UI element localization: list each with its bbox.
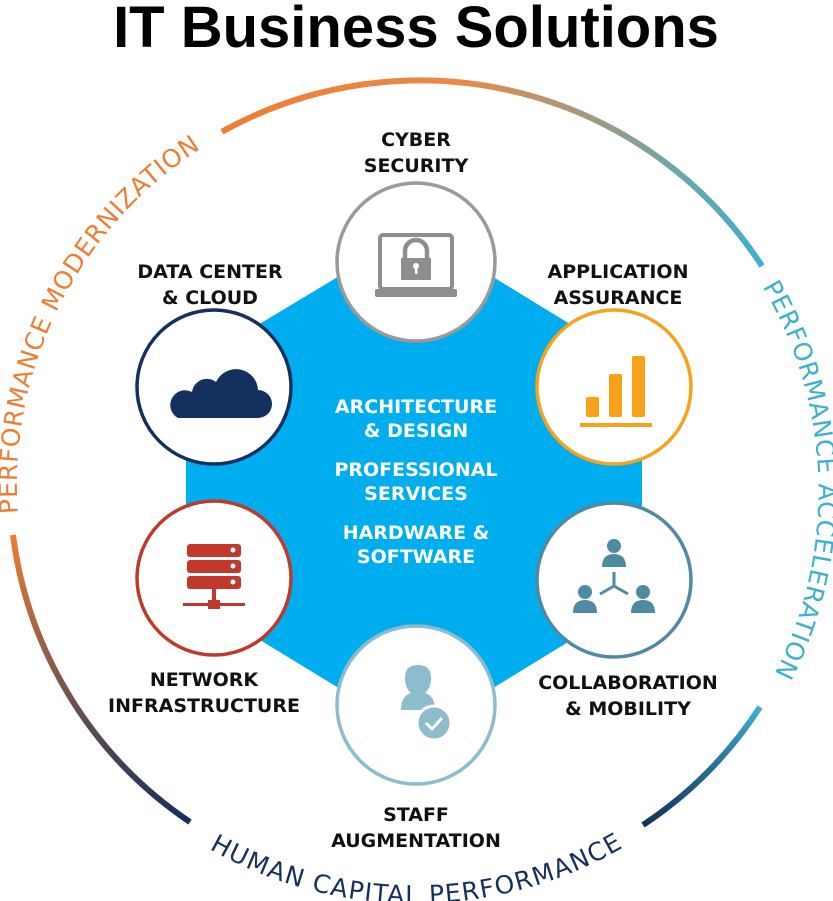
ring-label-right: PERFORMANCE ACCELERATION bbox=[757, 275, 833, 685]
hub-item-line: ARCHITECTURE bbox=[335, 396, 497, 418]
page-title: IT Business Solutions bbox=[113, 0, 719, 60]
ring-arc-top bbox=[220, 77, 765, 268]
node-label-line: SECURITY bbox=[364, 155, 469, 177]
hub-item-line: SOFTWARE bbox=[357, 546, 475, 568]
node-label-line: & CLOUD bbox=[162, 287, 258, 309]
people-network-icon bbox=[573, 539, 655, 613]
user-check-icon bbox=[401, 665, 453, 742]
node-label-line: AUGMENTATION bbox=[331, 830, 501, 852]
node-label-line: & MOBILITY bbox=[565, 698, 691, 720]
server-network-icon bbox=[183, 544, 245, 609]
hub-item-line: & DESIGN bbox=[364, 420, 468, 442]
hub-item-line: HARDWARE & bbox=[343, 522, 490, 544]
node-label-line: COLLABORATION bbox=[538, 672, 718, 694]
node-label-line: INFRASTRUCTURE bbox=[108, 695, 300, 717]
bar-chart-icon bbox=[580, 356, 652, 427]
node-label-line: NETWORK bbox=[150, 669, 260, 691]
hub-item-line: SERVICES bbox=[364, 483, 468, 505]
ring-arc-left-bottom bbox=[10, 534, 192, 825]
node-label-line: CYBER bbox=[381, 129, 451, 151]
cloud-icon bbox=[170, 369, 272, 418]
laptop-lock-icon bbox=[375, 233, 457, 297]
node-label-line: DATA CENTER bbox=[137, 261, 283, 283]
hub-item-line: PROFESSIONAL bbox=[334, 459, 497, 481]
ring-arc-right-bottom bbox=[641, 705, 763, 828]
node-label-line: STAFF bbox=[383, 804, 449, 826]
node-label-line: ASSURANCE bbox=[554, 287, 683, 309]
node-label-line: APPLICATION bbox=[548, 261, 689, 283]
hub-services: ARCHITECTURE & DESIGN PROFESSIONAL SERVI… bbox=[334, 396, 497, 568]
